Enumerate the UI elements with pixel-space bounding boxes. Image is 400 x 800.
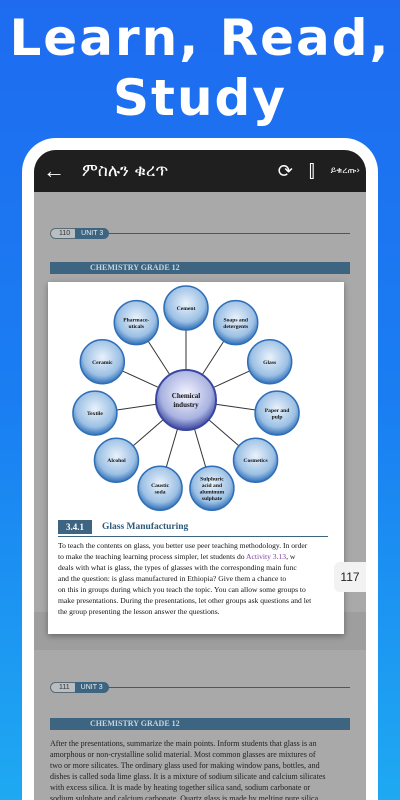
industry-node-label: Glass — [263, 360, 277, 366]
text-line: and the question: is glass manufactured … — [58, 573, 334, 584]
text-segment: and the question: is glass manufactured … — [58, 574, 287, 583]
connector-line — [165, 428, 179, 468]
industry-node — [246, 339, 293, 385]
connector-line — [208, 419, 240, 447]
connector-line — [215, 403, 256, 411]
header-rule — [109, 232, 350, 234]
connector-line — [147, 340, 171, 376]
industry-node-label: Pharmace-uticals — [123, 317, 149, 329]
toolbar-actions: ⟳ ⫿ ይቁረጡ› — [278, 161, 366, 182]
industry-node — [113, 299, 160, 346]
header-rule-2 — [108, 686, 350, 688]
text-line: To teach the contents on glass, you bett… — [58, 540, 334, 551]
text-segment: dishes is called soda lime glass. It is … — [50, 772, 326, 781]
text-line: the group presenting the lesson answer t… — [58, 606, 334, 617]
chemistry-header-bar: CHEMISTRY GRADE 12 — [50, 262, 350, 274]
phone-frame: 110 UNIT 3 CHEMISTRY GRADE 12 111 UNIT 3… — [22, 138, 378, 800]
text-segment: the group presenting the lesson answer t… — [58, 607, 220, 616]
industry-node-label: Textile — [87, 411, 103, 417]
text-line: amorphous or non-crystalline solid mater… — [50, 749, 350, 760]
text-segment: , w — [286, 552, 296, 561]
section-title: Glass Manufacturing — [102, 522, 189, 532]
connector-line — [201, 340, 225, 376]
center-node — [155, 369, 217, 431]
section-number: 3.4.1 — [58, 520, 92, 534]
document-page-111: 111 UNIT 3 CHEMISTRY GRADE 12 After the … — [34, 650, 366, 800]
text-line: to make the teaching learning process si… — [58, 551, 334, 562]
page-indicator: 117 — [334, 562, 366, 592]
text-line: deals with what is glass, the types of g… — [58, 562, 334, 573]
flip-icon[interactable]: ⫿ — [308, 160, 315, 181]
page-2-paragraph: After the presentations, summarize the m… — [50, 738, 350, 800]
text-segment: ordinary glass — [135, 761, 181, 770]
text-segment: to make the teaching learning process si… — [58, 552, 247, 561]
industry-node — [93, 437, 140, 483]
industry-node — [79, 339, 126, 385]
text-segment: deals with what is glass, the types of g… — [58, 563, 297, 572]
connector-line — [132, 419, 164, 447]
text-line: on this in groups during which you teach… — [58, 584, 334, 595]
promo-line-1: Learn, Read, — [9, 9, 391, 67]
industry-node — [72, 390, 118, 436]
text-line: two or more silicates. The ordinary glas… — [50, 760, 350, 771]
connector-line — [213, 370, 250, 388]
app-screen: 110 UNIT 3 CHEMISTRY GRADE 12 111 UNIT 3… — [34, 150, 366, 800]
text-line: sodium sulphate and calcium carbonate. Q… — [50, 793, 350, 800]
industry-node-label: Cement — [177, 306, 196, 312]
back-arrow-icon[interactable]: ← — [43, 158, 65, 183]
connector-line — [122, 370, 159, 388]
text-segment: with excess silica. It is made by heatin… — [50, 783, 311, 792]
unit-label: UNIT 3 — [75, 227, 110, 239]
section-rule — [58, 536, 328, 537]
text-line: dishes is called soda lime glass. It is … — [50, 771, 350, 782]
connector-line — [193, 428, 207, 468]
text-segment: on this in groups during which you teach… — [58, 585, 306, 594]
connector-line — [116, 403, 157, 411]
chemistry-header-bar-2: CHEMISTRY GRADE 12 — [50, 718, 350, 730]
text-segment: After the presentations, summarize the m… — [50, 739, 317, 748]
text-segment: sodium sulphate and calcium carbonate. — [50, 794, 181, 800]
text-segment: is made by melting pure silica, — [219, 794, 321, 800]
industry-node — [232, 437, 279, 483]
promo-line-2: Study — [113, 69, 287, 127]
app-bar: ← ምስሉን ቁረጥ ⟳ ⫿ ይቁረጡ› — [34, 150, 366, 192]
unit-label-2: UNIT 3 — [74, 681, 109, 693]
industry-node-label: Cosmetics — [243, 458, 268, 464]
industry-node — [137, 465, 183, 512]
text-segment: To teach the contents on glass, you bett… — [58, 541, 308, 550]
promo-headline: Learn, Read, Study — [0, 8, 400, 128]
text-segment: Quartz glass — [180, 794, 220, 800]
text-segment: two or more silicates. The — [50, 761, 136, 770]
industry-node-label: Alcohol — [107, 458, 126, 464]
text-segment: used for making window pans, bottles, an… — [180, 761, 320, 770]
section-heading: 3.4.1 Glass Manufacturing — [58, 520, 344, 534]
text-line: make presentations. During the presentat… — [58, 595, 334, 606]
page-header-2: 111 UNIT 3 — [50, 680, 350, 694]
text-line: After the presentations, summarize the m… — [50, 738, 350, 749]
rotate-icon[interactable]: ⟳ — [277, 160, 293, 181]
text-line: with excess silica. It is made by heatin… — [50, 782, 350, 793]
section-paragraph: To teach the contents on glass, you bett… — [58, 540, 334, 617]
industry-node — [254, 390, 300, 436]
industry-node — [212, 299, 259, 346]
industry-node-label: Ceramic — [92, 360, 113, 366]
page-header: 110 UNIT 3 — [50, 226, 350, 240]
text-segment: make presentations. During the presentat… — [58, 596, 312, 605]
screen-title: ምስሉን ቁረጥ — [82, 161, 169, 181]
activity-link[interactable]: Activity 3.13 — [246, 552, 287, 561]
industry-node — [189, 465, 235, 512]
industry-node — [163, 285, 209, 331]
crop-action-label[interactable]: ይቁረጡ› — [330, 166, 360, 176]
text-segment: amorphous or non-crystalline solid mater… — [50, 750, 316, 759]
